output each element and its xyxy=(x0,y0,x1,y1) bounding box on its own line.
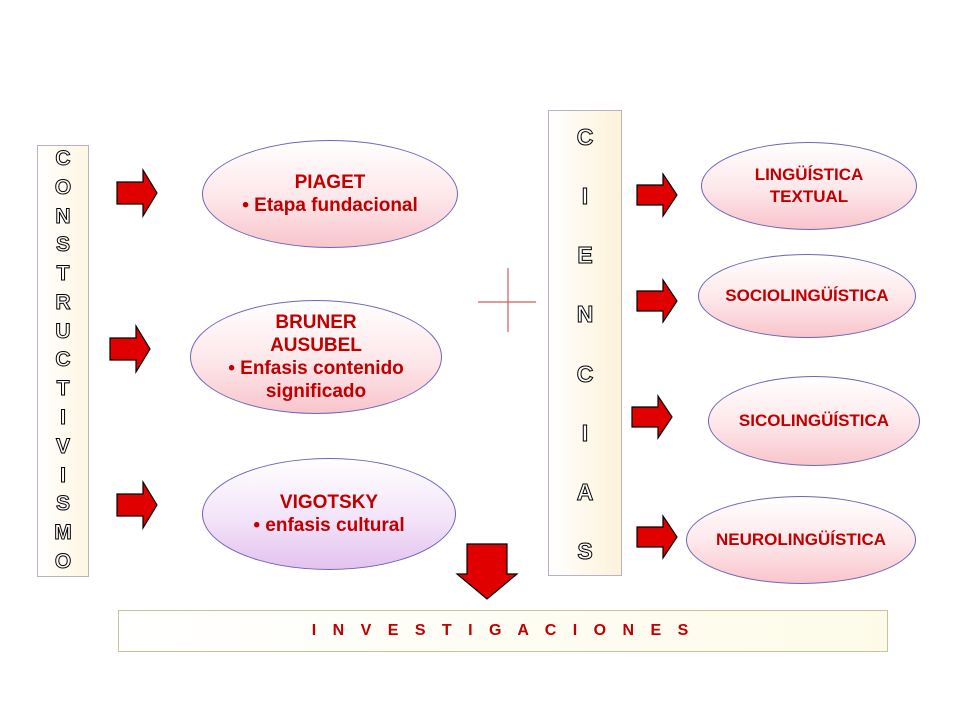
plus-icon xyxy=(478,268,536,332)
letter: I xyxy=(60,463,67,487)
letter: C xyxy=(55,348,71,372)
science-label: LINGÜÍSTICA xyxy=(754,165,864,184)
arrow-right-icon xyxy=(636,278,678,324)
linguistica-textual-ellipse: LINGÜÍSTICA TEXTUAL xyxy=(701,142,917,230)
letter: I xyxy=(581,419,589,446)
piaget-ellipse: PIAGET Etapa fundacional xyxy=(202,140,458,248)
letter: C xyxy=(576,124,594,150)
ciencias-vertical-box: C I E N C I A S xyxy=(548,110,622,576)
science-label: SICOLINGÜÍSTICA xyxy=(738,411,890,430)
investigaciones-bar: I N V E S T I G A C I O N E S xyxy=(118,610,888,652)
letter: R xyxy=(55,290,71,314)
sociolinguistica-ellipse: SOCIOLINGÜÍSTICA xyxy=(698,254,916,338)
letter: S xyxy=(55,492,70,516)
letter: N xyxy=(576,301,594,328)
letter: I xyxy=(60,406,67,430)
letter: E xyxy=(577,242,593,269)
theorist-title: BRUNER xyxy=(275,312,357,333)
letter: U xyxy=(55,319,71,343)
constructivismo-vertical-box: C O N S T R U C T I V I S M O xyxy=(37,145,89,577)
letter: V xyxy=(55,434,70,458)
vigotsky-ellipse: VIGOTSKY enfasis cultural xyxy=(202,458,456,570)
theorist-bullet: Etapa fundacional xyxy=(242,194,418,217)
sicolinguistica-ellipse: SICOLINGÜÍSTICA xyxy=(708,376,920,466)
letter: S xyxy=(55,233,70,257)
letter: N xyxy=(55,204,71,228)
letter: C xyxy=(576,360,594,387)
neurolinguistica-ellipse: NEUROLINGÜÍSTICA xyxy=(686,496,916,584)
theorist-title: AUSUBEL xyxy=(270,335,362,356)
arrow-right-icon xyxy=(116,479,158,531)
arrow-right-icon xyxy=(116,167,158,219)
science-label: SOCIOLINGÜÍSTICA xyxy=(725,286,889,305)
letter: C xyxy=(55,147,71,170)
theorist-bullet: enfasis cultural xyxy=(253,514,404,537)
letter: A xyxy=(576,478,594,505)
science-label: TEXTUAL xyxy=(769,187,849,206)
letter: S xyxy=(577,537,593,564)
letter: I xyxy=(581,183,589,210)
theorist-bullet: Enfasis contenido xyxy=(228,357,404,380)
letter: O xyxy=(54,175,72,199)
arrow-right-icon xyxy=(636,172,678,218)
letter: O xyxy=(54,549,72,573)
letter: M xyxy=(54,521,72,545)
bruner-ausubel-ellipse: BRUNER AUSUBEL Enfasis contenido signifi… xyxy=(190,300,442,414)
arrow-right-icon xyxy=(109,323,151,375)
theorist-bullet-continuation: significado xyxy=(265,381,367,402)
letter: T xyxy=(56,262,70,286)
theorist-title: PIAGET xyxy=(294,172,366,193)
arrow-down-icon xyxy=(455,543,519,600)
letter: T xyxy=(56,377,70,401)
theorist-title: VIGOTSKY xyxy=(279,492,379,513)
science-label: NEUROLINGÜÍSTICA xyxy=(716,530,886,549)
arrow-right-icon xyxy=(636,514,678,560)
arrow-right-icon xyxy=(631,394,673,440)
